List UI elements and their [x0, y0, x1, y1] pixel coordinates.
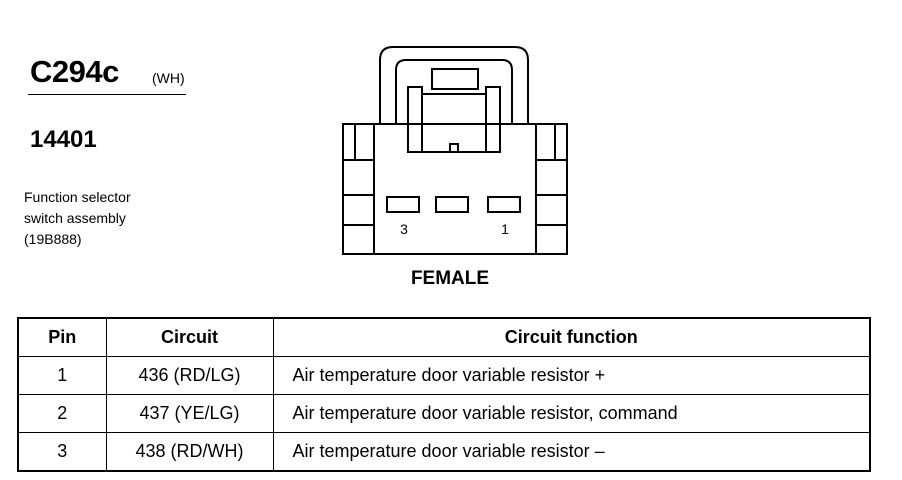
latch-arm-right [485, 86, 501, 153]
cell-pin: 1 [17, 356, 107, 395]
table-row: 1 436 (RD/LG) Air temperature door varia… [17, 356, 871, 395]
latch-arm-left [407, 86, 423, 153]
cell-circuit: 437 (YE/LG) [105, 394, 274, 433]
pinout-table: Pin Circuit Circuit function 1 436 (RD/L… [17, 317, 871, 472]
table-row: 3 438 (RD/WH) Air temperature door varia… [17, 432, 871, 472]
description-line: Function selector [24, 189, 131, 205]
connector-body [342, 123, 568, 255]
description-line: switch assembly [24, 210, 126, 226]
part-number: 14401 [30, 126, 97, 153]
id-underline [28, 94, 186, 95]
latch-outer [379, 46, 529, 125]
connector-color: (WH) [152, 70, 185, 86]
connector-id: C294c [30, 54, 119, 89]
pin-cavity-3 [386, 196, 420, 213]
header-pin: Pin [17, 317, 107, 357]
cell-circuit: 438 (RD/WH) [105, 432, 274, 472]
table-header-row: Pin Circuit Circuit function [17, 317, 871, 357]
cell-function: Air temperature door variable resistor, … [272, 394, 871, 433]
component-description: Function selector switch assembly (19B88… [24, 187, 131, 250]
pin-cavity-1 [487, 196, 521, 213]
cell-function: Air temperature door variable resistor + [272, 356, 871, 395]
pin-cavity-2 [435, 196, 469, 213]
connector-face-diagram: 3 1 [342, 46, 568, 255]
latch-inner [395, 59, 513, 125]
keying-mark [449, 143, 459, 153]
cell-pin: 3 [17, 432, 107, 472]
latch-tab [431, 68, 479, 90]
header-circuit-function: Circuit function [272, 317, 871, 357]
cell-pin: 2 [17, 394, 107, 433]
gender-label: FEMALE [410, 268, 490, 289]
header-circuit: Circuit [105, 317, 274, 357]
pin-label: 1 [501, 221, 509, 237]
cell-function: Air temperature door variable resistor – [272, 432, 871, 472]
cell-circuit: 436 (RD/LG) [105, 356, 274, 395]
table-row: 2 437 (YE/LG) Air temperature door varia… [17, 394, 871, 433]
description-line: (19B888) [24, 231, 82, 247]
pin-label: 3 [400, 221, 408, 237]
